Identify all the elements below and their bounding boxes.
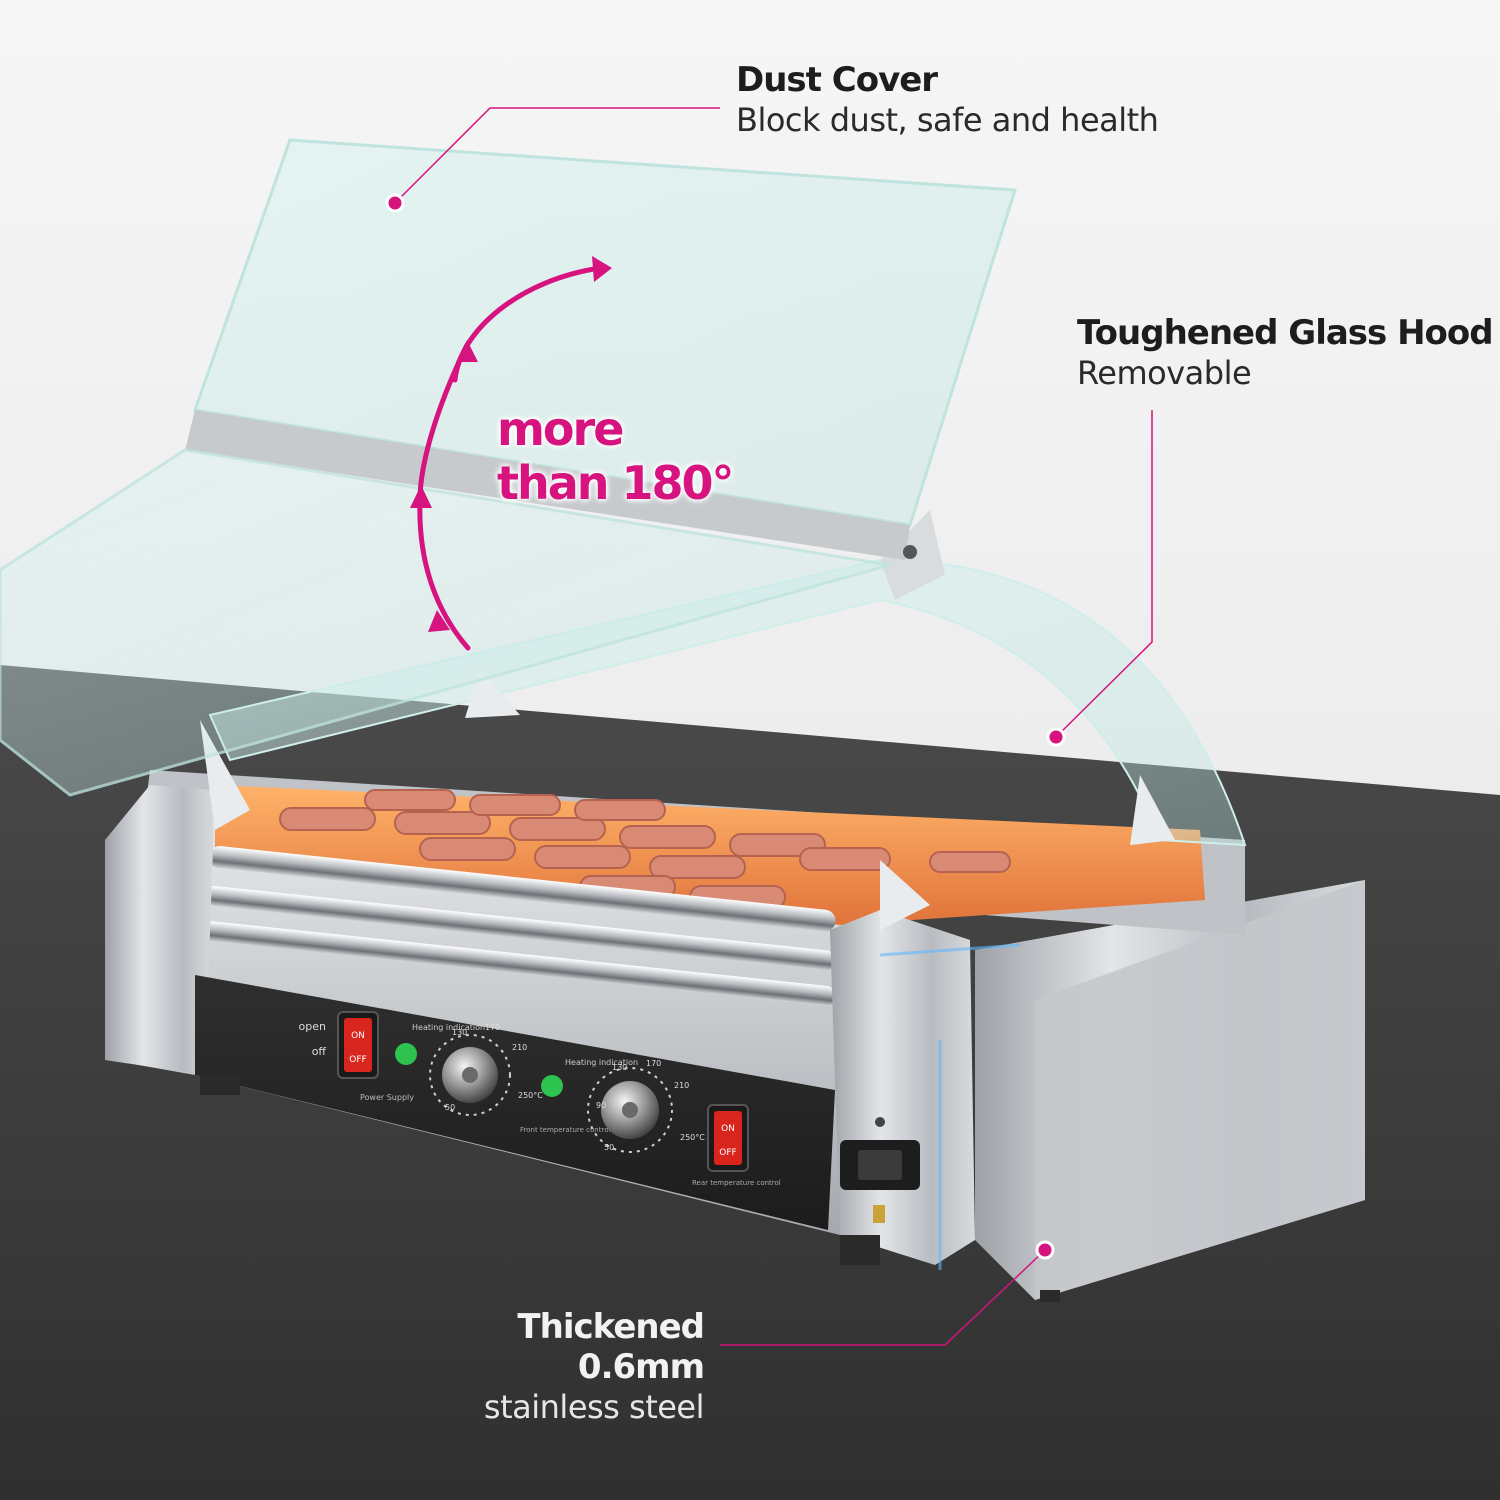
heating-label-front: Heating indication	[412, 1023, 485, 1032]
dust-cover-dot	[385, 193, 405, 213]
rear-dial-tick-250: 250°C	[680, 1133, 705, 1142]
roller-grill: ON OFF open off Power Supply Heating ind…	[105, 770, 1365, 1302]
power-switch[interactable]: ON OFF	[337, 1011, 379, 1079]
front-dial-tick-250: 250°C	[518, 1091, 543, 1100]
rear-switch-off-label: OFF	[719, 1148, 736, 1158]
hot-dogs	[279, 789, 1011, 909]
switch-off-label: OFF	[349, 1055, 366, 1065]
glass-hood	[208, 558, 1247, 847]
heating-indicator-rear	[541, 1075, 563, 1097]
steel-title: Thickened 0.6mm	[517, 1307, 705, 1387]
callout-glass-hood: Toughened Glass Hood Removable	[1077, 313, 1494, 393]
front-control-label: Front temperature control	[520, 1126, 610, 1134]
front-dial-tick-50: 50	[445, 1103, 455, 1112]
rear-dial-tick-130: 130	[612, 1063, 627, 1072]
hood-support	[1130, 775, 1175, 845]
rear-power-switch[interactable]: ON OFF	[707, 1104, 749, 1172]
angle-line-1: more	[497, 402, 624, 456]
heating-indicator-front	[395, 1043, 417, 1065]
switch-open-text: open	[299, 1020, 326, 1033]
power-supply-label: Power Supply	[360, 1093, 414, 1102]
switch-on-label: ON	[351, 1031, 365, 1041]
rear-temperature-dial[interactable]	[587, 1067, 673, 1153]
front-temperature-dial[interactable]	[429, 1034, 511, 1116]
glass-hood-title: Toughened Glass Hood	[1077, 313, 1494, 353]
callout-lines	[394, 107, 1153, 1346]
callout-dust-cover: Dust Cover Block dust, safe and health	[736, 60, 1159, 140]
rollers	[198, 846, 836, 1006]
angle-label: more than 180°	[497, 402, 735, 510]
rear-dial-tick-210: 210	[674, 1081, 689, 1090]
left-end-cap	[105, 785, 215, 1075]
glass-hood-subtitle: Removable	[1077, 354, 1252, 392]
front-dial-tick-170: 170	[485, 1023, 500, 1032]
front-dial-tick-130: 130	[452, 1028, 467, 1037]
heating-label-rear: Heating indication	[565, 1058, 638, 1067]
steel-dot	[1035, 1240, 1055, 1260]
switch-off-text: off	[312, 1045, 327, 1058]
dust-cover-title: Dust Cover	[736, 60, 938, 100]
dust-cover-rail	[185, 410, 910, 560]
rear-control-label: Rear temperature control	[692, 1179, 781, 1187]
callout-steel: Thickened 0.6mm stainless steel	[420, 1307, 705, 1427]
rear-dial-tick-170: 170	[646, 1059, 661, 1068]
rear-switch-on-label: ON	[721, 1124, 735, 1134]
front-dial-tick-210: 210	[512, 1043, 527, 1052]
rear-dial-tick-50: 50	[604, 1143, 614, 1152]
steel-subtitle: stainless steel	[483, 1388, 705, 1426]
rotation-arrowheads	[410, 256, 612, 632]
right-end-cap	[830, 910, 975, 1265]
rear-dial-tick-90: 90	[596, 1101, 606, 1110]
angle-line-2: than 180°	[497, 456, 735, 510]
dust-cover-subtitle: Block dust, safe and health	[736, 101, 1159, 139]
glass-hood-dot	[1046, 727, 1066, 747]
callout-dots	[385, 193, 1066, 1260]
